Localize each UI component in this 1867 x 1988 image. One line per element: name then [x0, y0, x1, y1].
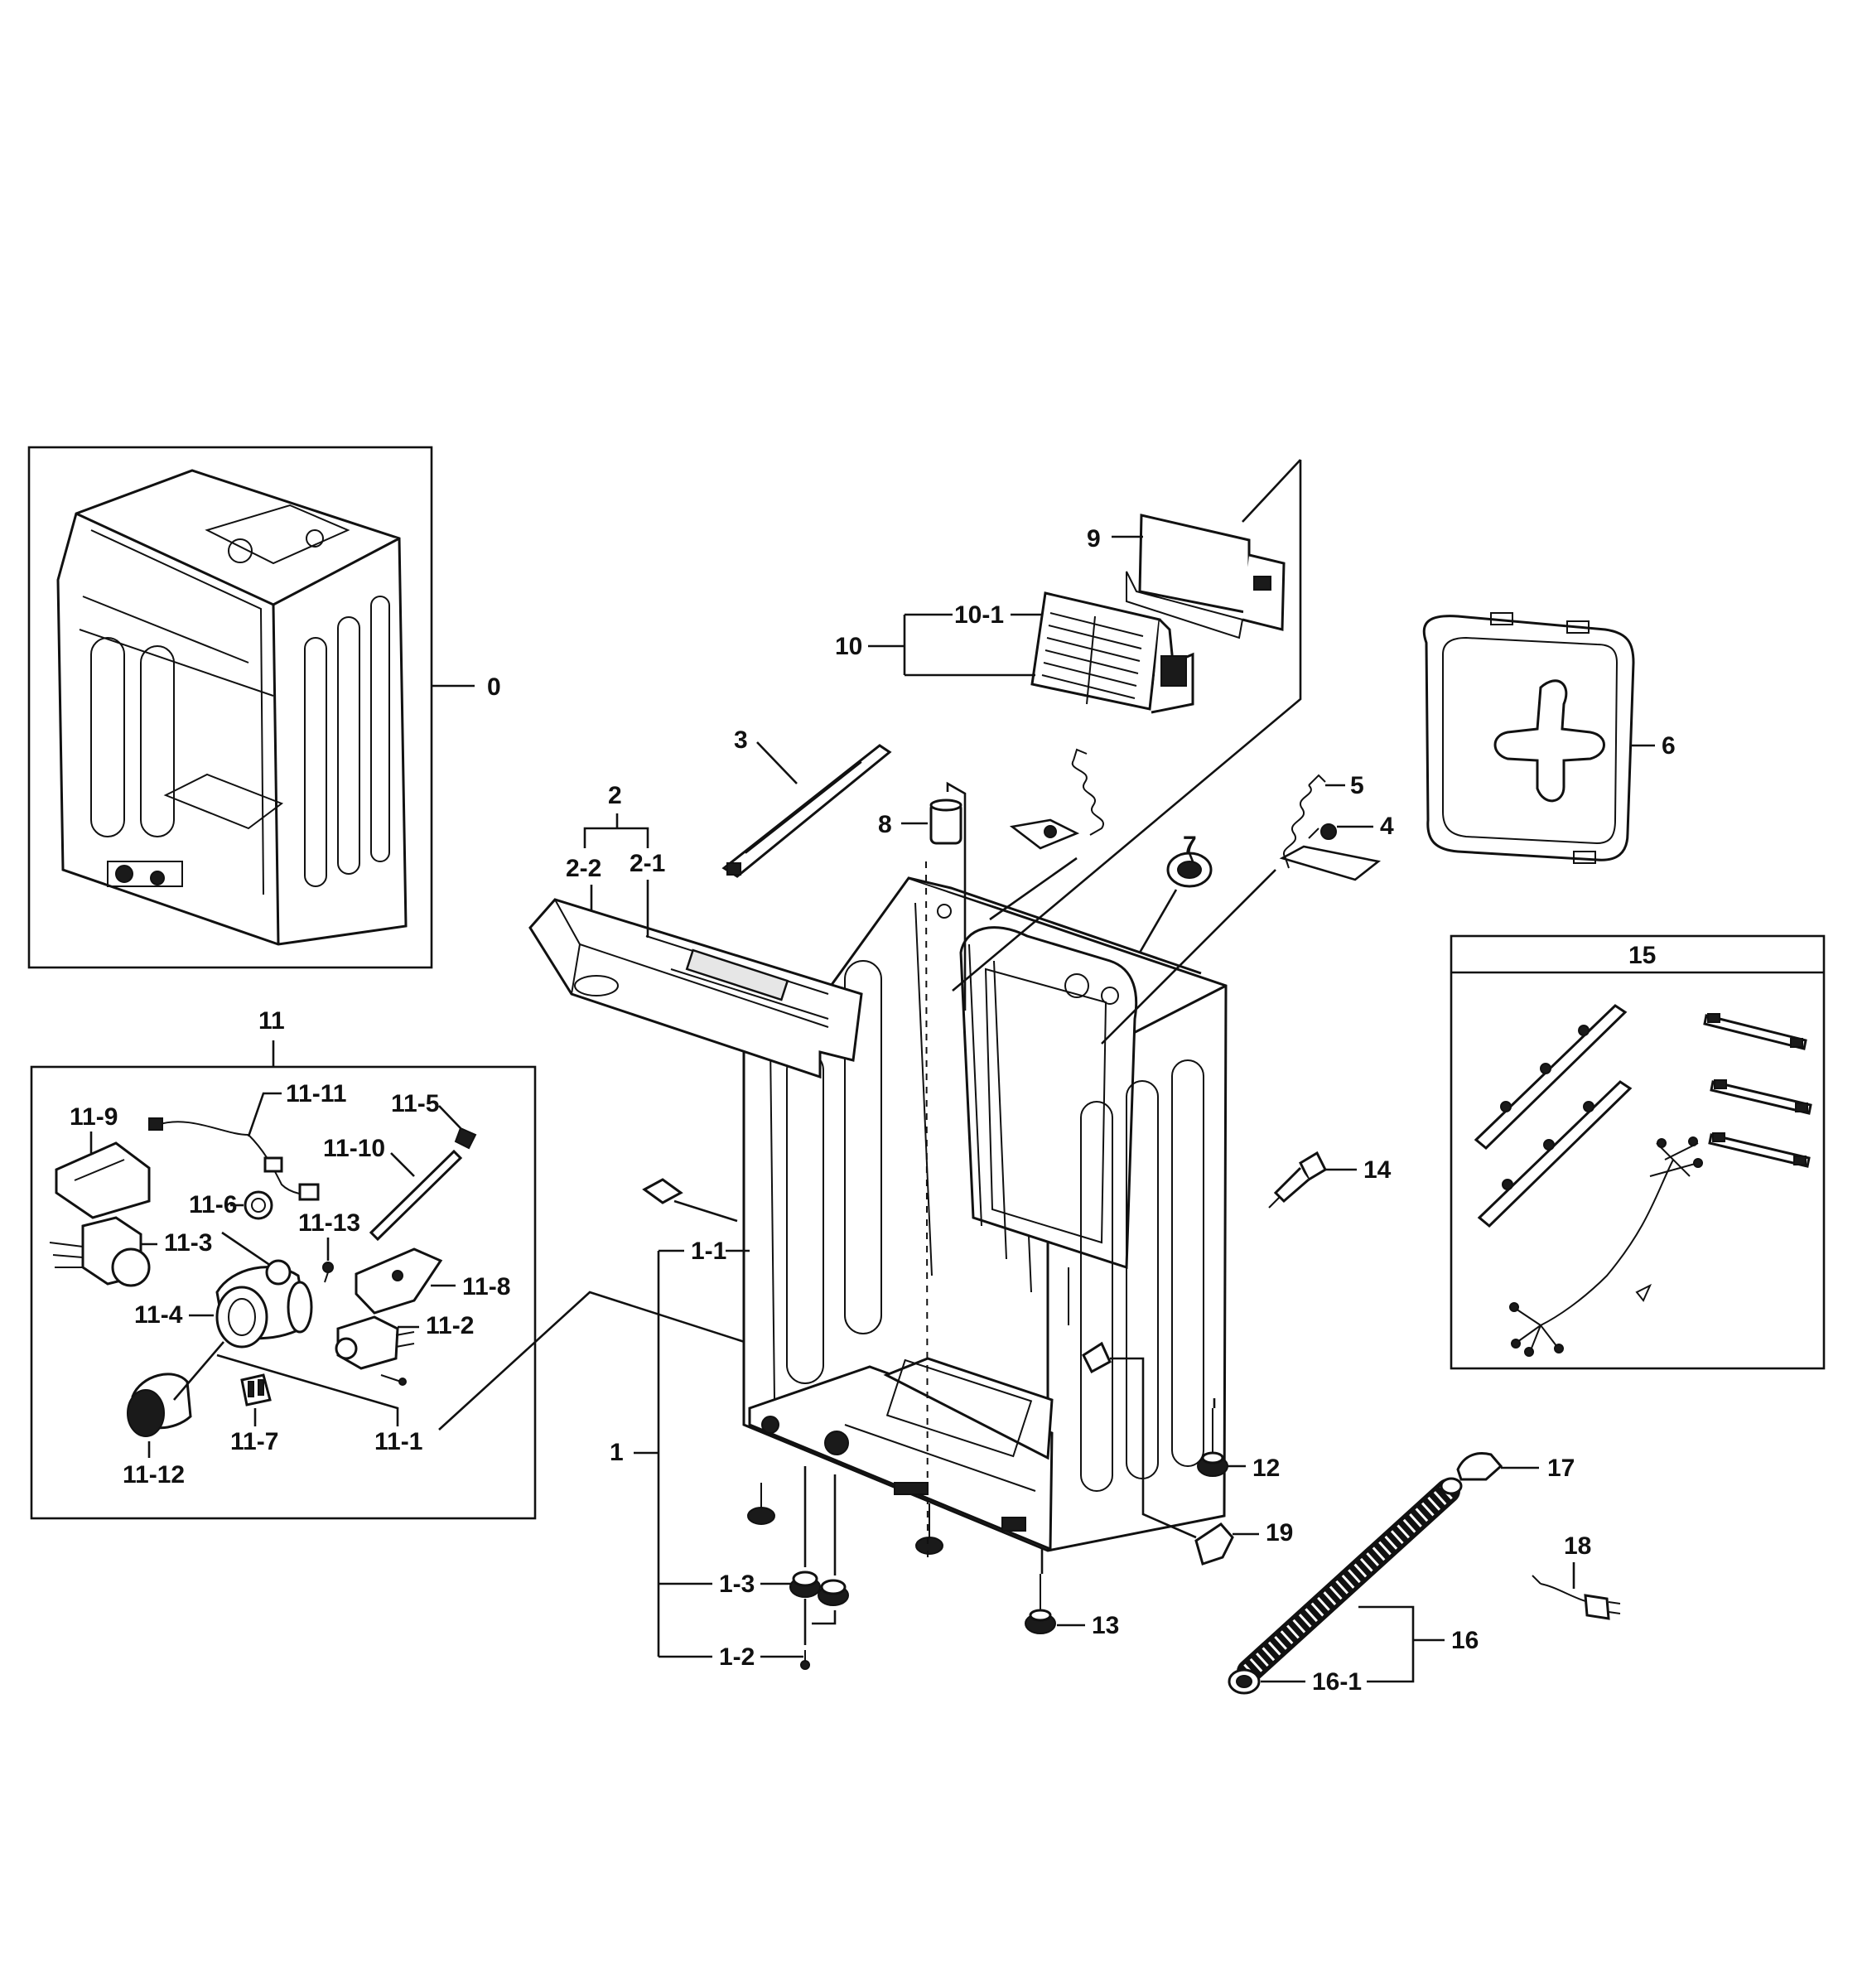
pump-assembly-box: 11 11-9 11-11 11-5 11-10 — [30, 1007, 537, 1520]
part-14-inlet-valve[interactable] — [1268, 1151, 1327, 1209]
part-15-strip-1[interactable] — [1703, 1013, 1807, 1050]
part-19-bracket[interactable] — [1194, 1522, 1234, 1566]
part-8-capacitor[interactable] — [929, 799, 962, 845]
label-11-9: 11-9 — [70, 1103, 118, 1131]
label-1-2: 1-2 — [719, 1643, 755, 1671]
label-0: 0 — [487, 673, 501, 701]
part-1-3-foot-left[interactable] — [789, 1571, 821, 1598]
label-19: 19 — [1266, 1519, 1293, 1546]
cabinet-assembly-box: 0 — [27, 446, 501, 969]
part-3-rail[interactable] — [721, 744, 892, 878]
label-2-2: 2-2 — [566, 855, 601, 882]
part-1-cabinet-frame[interactable] — [742, 876, 1228, 1552]
part-11-2-valve[interactable] — [335, 1315, 415, 1370]
part-11-4-pump-housing[interactable] — [215, 1259, 313, 1349]
part-15-rail-2[interactable] — [1477, 1080, 1633, 1228]
part-17-hose-guide[interactable] — [1456, 1452, 1503, 1481]
leader-9-to-cabinet — [952, 460, 1302, 992]
label-2-1: 2-1 — [630, 850, 665, 877]
part-11-5-connector[interactable] — [454, 1127, 477, 1150]
part-18-power-cord[interactable] — [1532, 1575, 1621, 1620]
part-11-11-harness[interactable] — [148, 1117, 320, 1201]
foot-front-center[interactable] — [915, 1503, 943, 1555]
spring-left[interactable] — [1044, 748, 1104, 838]
label-11-13: 11-13 — [298, 1209, 360, 1237]
part-1-1-tab[interactable] — [642, 1178, 683, 1204]
label-16: 16 — [1451, 1627, 1479, 1654]
label-11-8: 11-8 — [462, 1273, 510, 1300]
part-15-strip-3[interactable] — [1708, 1132, 1811, 1168]
part-13-foot[interactable] — [1025, 1574, 1056, 1634]
part-11-3-pump-motor[interactable] — [49, 1216, 151, 1287]
label-16-1: 16-1 — [1312, 1668, 1362, 1696]
label-1-1: 1-1 — [691, 1238, 726, 1265]
cabinet-assembly-drawing[interactable] — [56, 469, 408, 946]
part-11-13-clip[interactable] — [322, 1262, 334, 1283]
part-19-side-tab[interactable] — [1082, 1341, 1112, 1374]
part-9-pcb[interactable] — [1126, 514, 1286, 639]
harness-kit-box: 15 — [1450, 934, 1826, 1370]
label-6: 6 — [1662, 732, 1676, 760]
part-1-2-screw[interactable] — [800, 1650, 810, 1670]
label-2: 2 — [608, 782, 622, 809]
part-4-damper[interactable] — [1308, 823, 1337, 840]
part-5-spring[interactable] — [1283, 774, 1326, 869]
part-15-rail-1[interactable] — [1474, 1004, 1628, 1151]
part-11-8-cover[interactable] — [355, 1247, 443, 1315]
part-11-9-bracket[interactable] — [55, 1141, 151, 1219]
label-17: 17 — [1547, 1455, 1575, 1482]
part-7-cap[interactable] — [1166, 852, 1213, 888]
part-16-drain-hose[interactable] — [1228, 1477, 1463, 1695]
label-11-12: 11-12 — [123, 1461, 185, 1489]
part-11-12-filter[interactable] — [127, 1373, 192, 1437]
label-11-10: 11-10 — [323, 1135, 385, 1162]
label-4: 4 — [1380, 813, 1394, 840]
label-11-4: 11-4 — [134, 1301, 183, 1329]
label-8: 8 — [878, 811, 892, 838]
label-11-11: 11-11 — [286, 1080, 346, 1107]
label-7: 7 — [1183, 832, 1197, 859]
label-5: 5 — [1350, 772, 1364, 799]
part-15-wire-bundle[interactable] — [1509, 1136, 1703, 1357]
leader-pump-to-cabinet — [438, 1291, 750, 1431]
label-13: 13 — [1092, 1612, 1119, 1639]
label-18: 18 — [1564, 1532, 1591, 1560]
part-1-3-foot-right[interactable] — [818, 1579, 849, 1606]
label-11-5: 11-5 — [391, 1090, 439, 1117]
label-1-3: 1-3 — [719, 1571, 755, 1598]
label-14: 14 — [1363, 1156, 1392, 1184]
label-11-2: 11-2 — [426, 1312, 474, 1339]
label-11-6: 11-6 — [189, 1191, 237, 1218]
part-11-6-ring[interactable] — [244, 1190, 273, 1220]
label-11-3: 11-3 — [164, 1229, 212, 1257]
label-11-1: 11-1 — [374, 1428, 422, 1455]
foot-front-left[interactable] — [747, 1483, 775, 1525]
part-11-10-rod[interactable] — [369, 1149, 463, 1242]
part-15-strip-2[interactable] — [1710, 1079, 1812, 1115]
leader-inner-a — [993, 960, 1007, 1260]
label-1: 1 — [610, 1439, 624, 1466]
label-10-1: 10-1 — [954, 601, 1004, 629]
label-12: 12 — [1252, 1455, 1280, 1482]
label-11: 11 — [258, 1007, 285, 1035]
part-11-7-block[interactable] — [240, 1373, 272, 1407]
label-10: 10 — [835, 633, 862, 660]
label-9: 9 — [1087, 525, 1101, 552]
part-2-front-panel[interactable] — [528, 898, 863, 1079]
label-3: 3 — [734, 726, 748, 754]
part-11-1-screw[interactable] — [380, 1374, 407, 1386]
part-6-lid-frame[interactable] — [1422, 612, 1635, 864]
part-10-noise-filter[interactable] — [1030, 591, 1194, 714]
label-15: 15 — [1628, 942, 1656, 969]
label-11-7: 11-7 — [230, 1428, 278, 1455]
